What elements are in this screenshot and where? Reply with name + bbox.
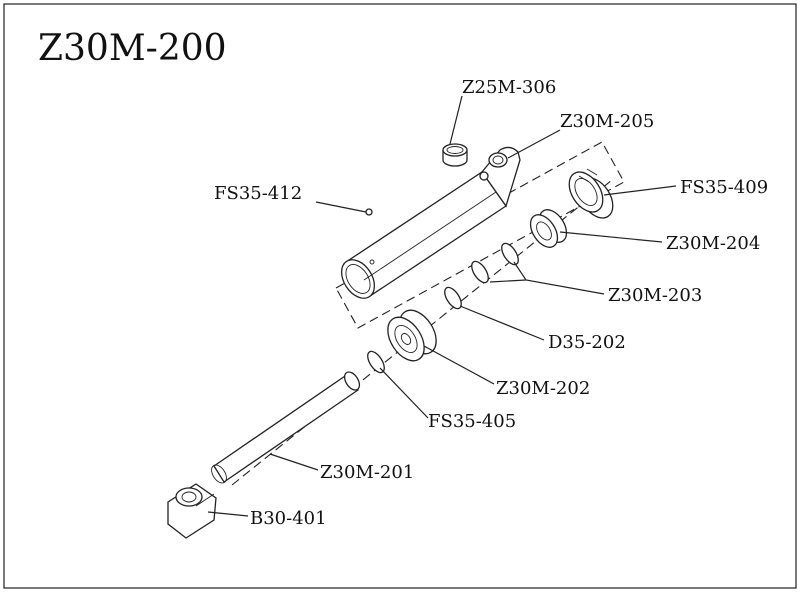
drawing-title: Z30M-200 (38, 28, 227, 69)
leader-fs35-412 (315, 201, 367, 213)
o-ring-lower (471, 260, 489, 284)
leader-z30m-201 (269, 453, 319, 471)
label-z30m-202: Z30M-202 (496, 378, 590, 399)
washer (367, 350, 385, 374)
cylinder-barrel (340, 146, 521, 299)
leader-b30-401 (207, 511, 249, 517)
label-fs35-412: FS35-412 (214, 183, 302, 204)
label-z25m-306: Z25M-306 (462, 77, 556, 98)
label-z30m-205: Z30M-205 (560, 111, 654, 132)
drawing-frame (3, 3, 797, 589)
bushing (442, 143, 468, 167)
assembly-envelope (335, 141, 625, 329)
piston (387, 309, 437, 362)
leader-z30m-202 (423, 345, 495, 385)
leader-z30m-203-a (513, 261, 605, 295)
leader-z25m-306 (449, 95, 463, 145)
gland-nut (568, 168, 614, 219)
leader-fs35-409 (603, 185, 677, 196)
leader-fs35-405 (379, 367, 429, 419)
label-fs35-409: FS35-409 (680, 177, 768, 198)
leader-d35-202 (459, 305, 545, 341)
label-z30m-203: Z30M-203 (608, 285, 702, 306)
label-d35-202: D35-202 (548, 332, 626, 353)
leader-z30m-204 (559, 231, 663, 243)
label-fs35-405: FS35-405 (428, 411, 516, 432)
seal-ring (444, 286, 462, 310)
grease-nipple (365, 208, 373, 216)
gland-head (529, 209, 568, 248)
label-z30m-204: Z30M-204 (666, 233, 760, 254)
o-ring-upper (501, 242, 519, 266)
label-b30-401: B30-401 (250, 508, 327, 529)
leader-z30m-203-b (489, 279, 527, 283)
label-z30m-201: Z30M-201 (320, 462, 414, 483)
rod-end-eye (167, 483, 217, 539)
piston-rod (211, 371, 361, 484)
leader-z30m-205 (507, 129, 561, 159)
